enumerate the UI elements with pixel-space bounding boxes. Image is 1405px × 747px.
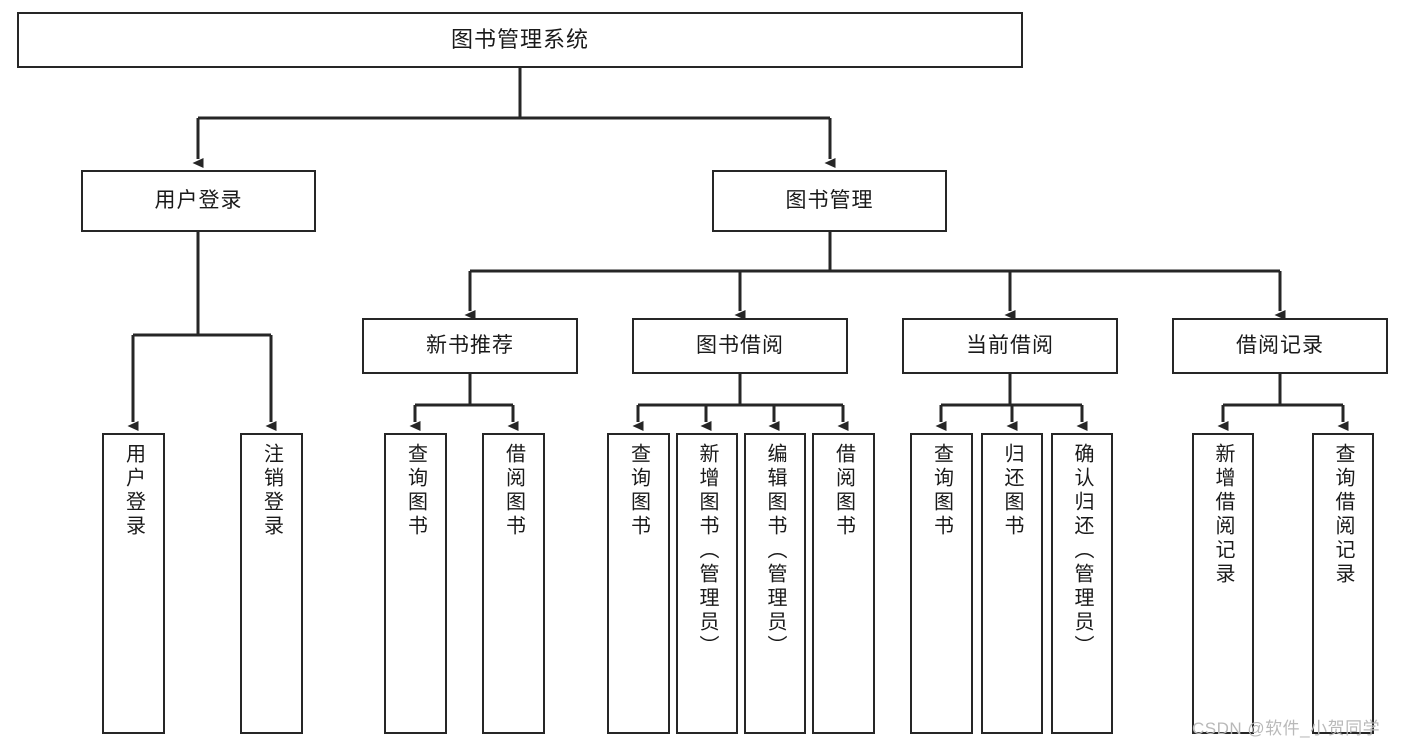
node-book-management[interactable]: 图书管理 [712,170,947,232]
node-label: 借阅图书 [502,443,525,539]
node-label: 注销登录 [260,443,283,539]
node-label: 新增借阅记录 [1212,443,1234,587]
node-leaf-borrow-borrow-book[interactable]: 借阅图书 [812,433,875,734]
node-leaf-current-confirm-return[interactable]: 确认归还（管理员） [1051,433,1113,734]
node-book-borrow[interactable]: 图书借阅 [632,318,848,374]
node-leaf-borrow-edit-book[interactable]: 编辑图书（管理员） [744,433,806,734]
node-leaf-record-add[interactable]: 新增借阅记录 [1192,433,1254,734]
node-label: 新增图书（管理员） [696,443,718,659]
node-leaf-current-return-book[interactable]: 归还图书 [981,433,1043,734]
node-label: 新书推荐 [426,333,514,357]
node-label: 编辑图书（管理员） [764,443,786,659]
node-label: 图书借阅 [696,333,784,357]
node-label: 查询图书 [930,443,953,539]
node-leaf-recommend-borrow-book[interactable]: 借阅图书 [482,433,545,734]
node-label: 用户登录 [154,188,243,212]
node-label: 查询图书 [627,443,650,539]
node-label: 当前借阅 [966,333,1054,357]
node-leaf-user-login[interactable]: 用户登录 [102,433,165,734]
watermark-text: CSDN @软件_小贺同学 [1192,719,1381,738]
node-leaf-borrow-query-book[interactable]: 查询图书 [607,433,670,734]
node-leaf-record-query[interactable]: 查询借阅记录 [1312,433,1374,734]
node-user-login[interactable]: 用户登录 [81,170,316,232]
node-borrow-record[interactable]: 借阅记录 [1172,318,1388,374]
node-label: 图书管理 [785,188,874,212]
node-root-system[interactable]: 图书管理系统 [17,12,1023,68]
node-leaf-borrow-add-book[interactable]: 新增图书（管理员） [676,433,738,734]
node-label: 借阅图书 [832,443,855,539]
node-label: 查询借阅记录 [1332,443,1354,587]
node-current-borrow[interactable]: 当前借阅 [902,318,1118,374]
node-label: 图书管理系统 [450,27,589,53]
node-label: 借阅记录 [1236,333,1324,357]
node-leaf-current-query-book[interactable]: 查询图书 [910,433,973,734]
node-label: 确认归还（管理员） [1071,443,1093,659]
node-label: 用户登录 [122,443,145,539]
node-new-book-recommend[interactable]: 新书推荐 [362,318,578,374]
node-leaf-logout[interactable]: 注销登录 [240,433,303,734]
node-label: 归还图书 [1001,443,1023,539]
node-label: 查询图书 [404,443,427,539]
node-leaf-recommend-query-book[interactable]: 查询图书 [384,433,447,734]
